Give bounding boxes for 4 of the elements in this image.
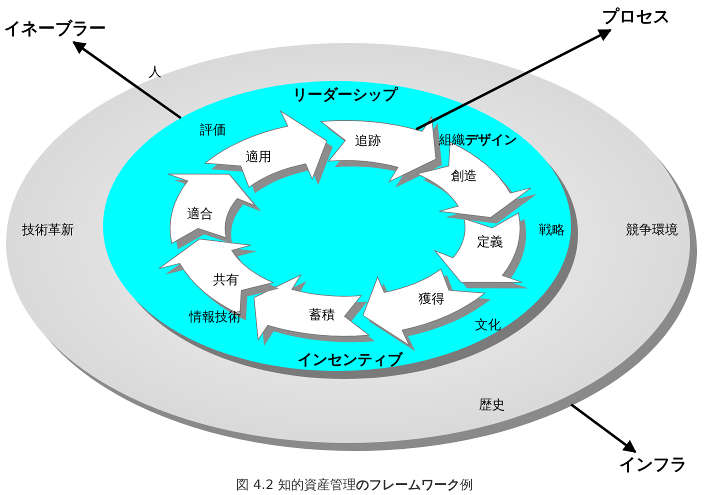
figure-caption: 図 4.2 知的資産管理のフレームワーク例 — [235, 477, 474, 494]
category-heading: インフラ — [612, 452, 694, 478]
category-heading: イネーブラー — [0, 16, 110, 42]
category-heading: プロセス — [586, 4, 686, 30]
